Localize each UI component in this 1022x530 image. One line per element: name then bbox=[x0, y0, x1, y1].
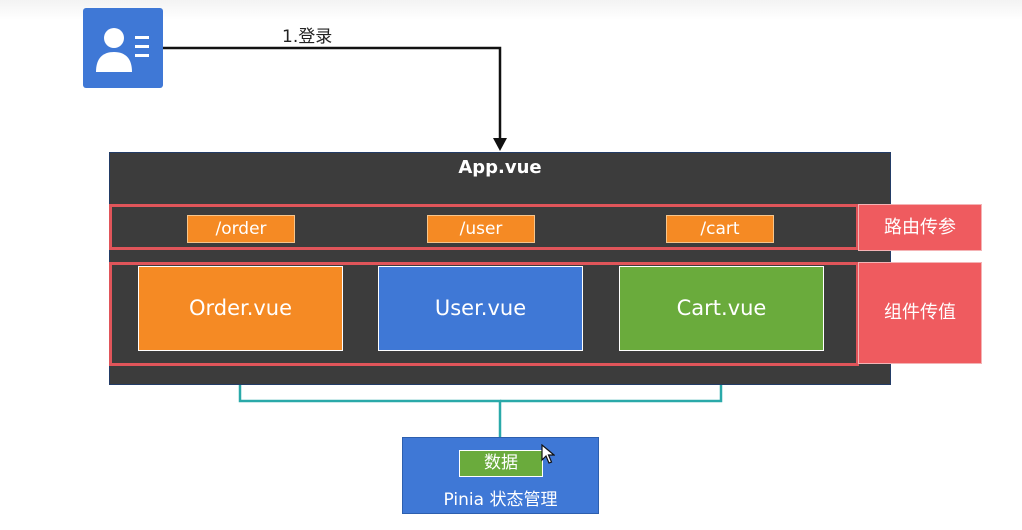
pinia-label: Pinia 状态管理 bbox=[443, 490, 558, 510]
top-bar bbox=[0, 0, 1022, 20]
route-param-label: 路由传参 bbox=[858, 204, 982, 251]
component-order: Order.vue bbox=[138, 266, 343, 351]
route-user: /user bbox=[427, 215, 535, 243]
component-value-label: 组件传值 bbox=[858, 262, 982, 364]
route-row-outline bbox=[109, 204, 859, 250]
user-card-icon bbox=[83, 8, 163, 88]
cursor-icon bbox=[541, 444, 555, 464]
component-cart: Cart.vue bbox=[619, 266, 824, 351]
app-title: App.vue bbox=[458, 157, 542, 178]
component-row-outline bbox=[109, 262, 859, 366]
login-step-label: 1.登录 bbox=[282, 27, 333, 47]
route-cart: /cart bbox=[666, 215, 774, 243]
component-user: User.vue bbox=[378, 266, 583, 351]
route-order: /order bbox=[187, 215, 295, 243]
data-tag: 数据 bbox=[459, 450, 543, 477]
